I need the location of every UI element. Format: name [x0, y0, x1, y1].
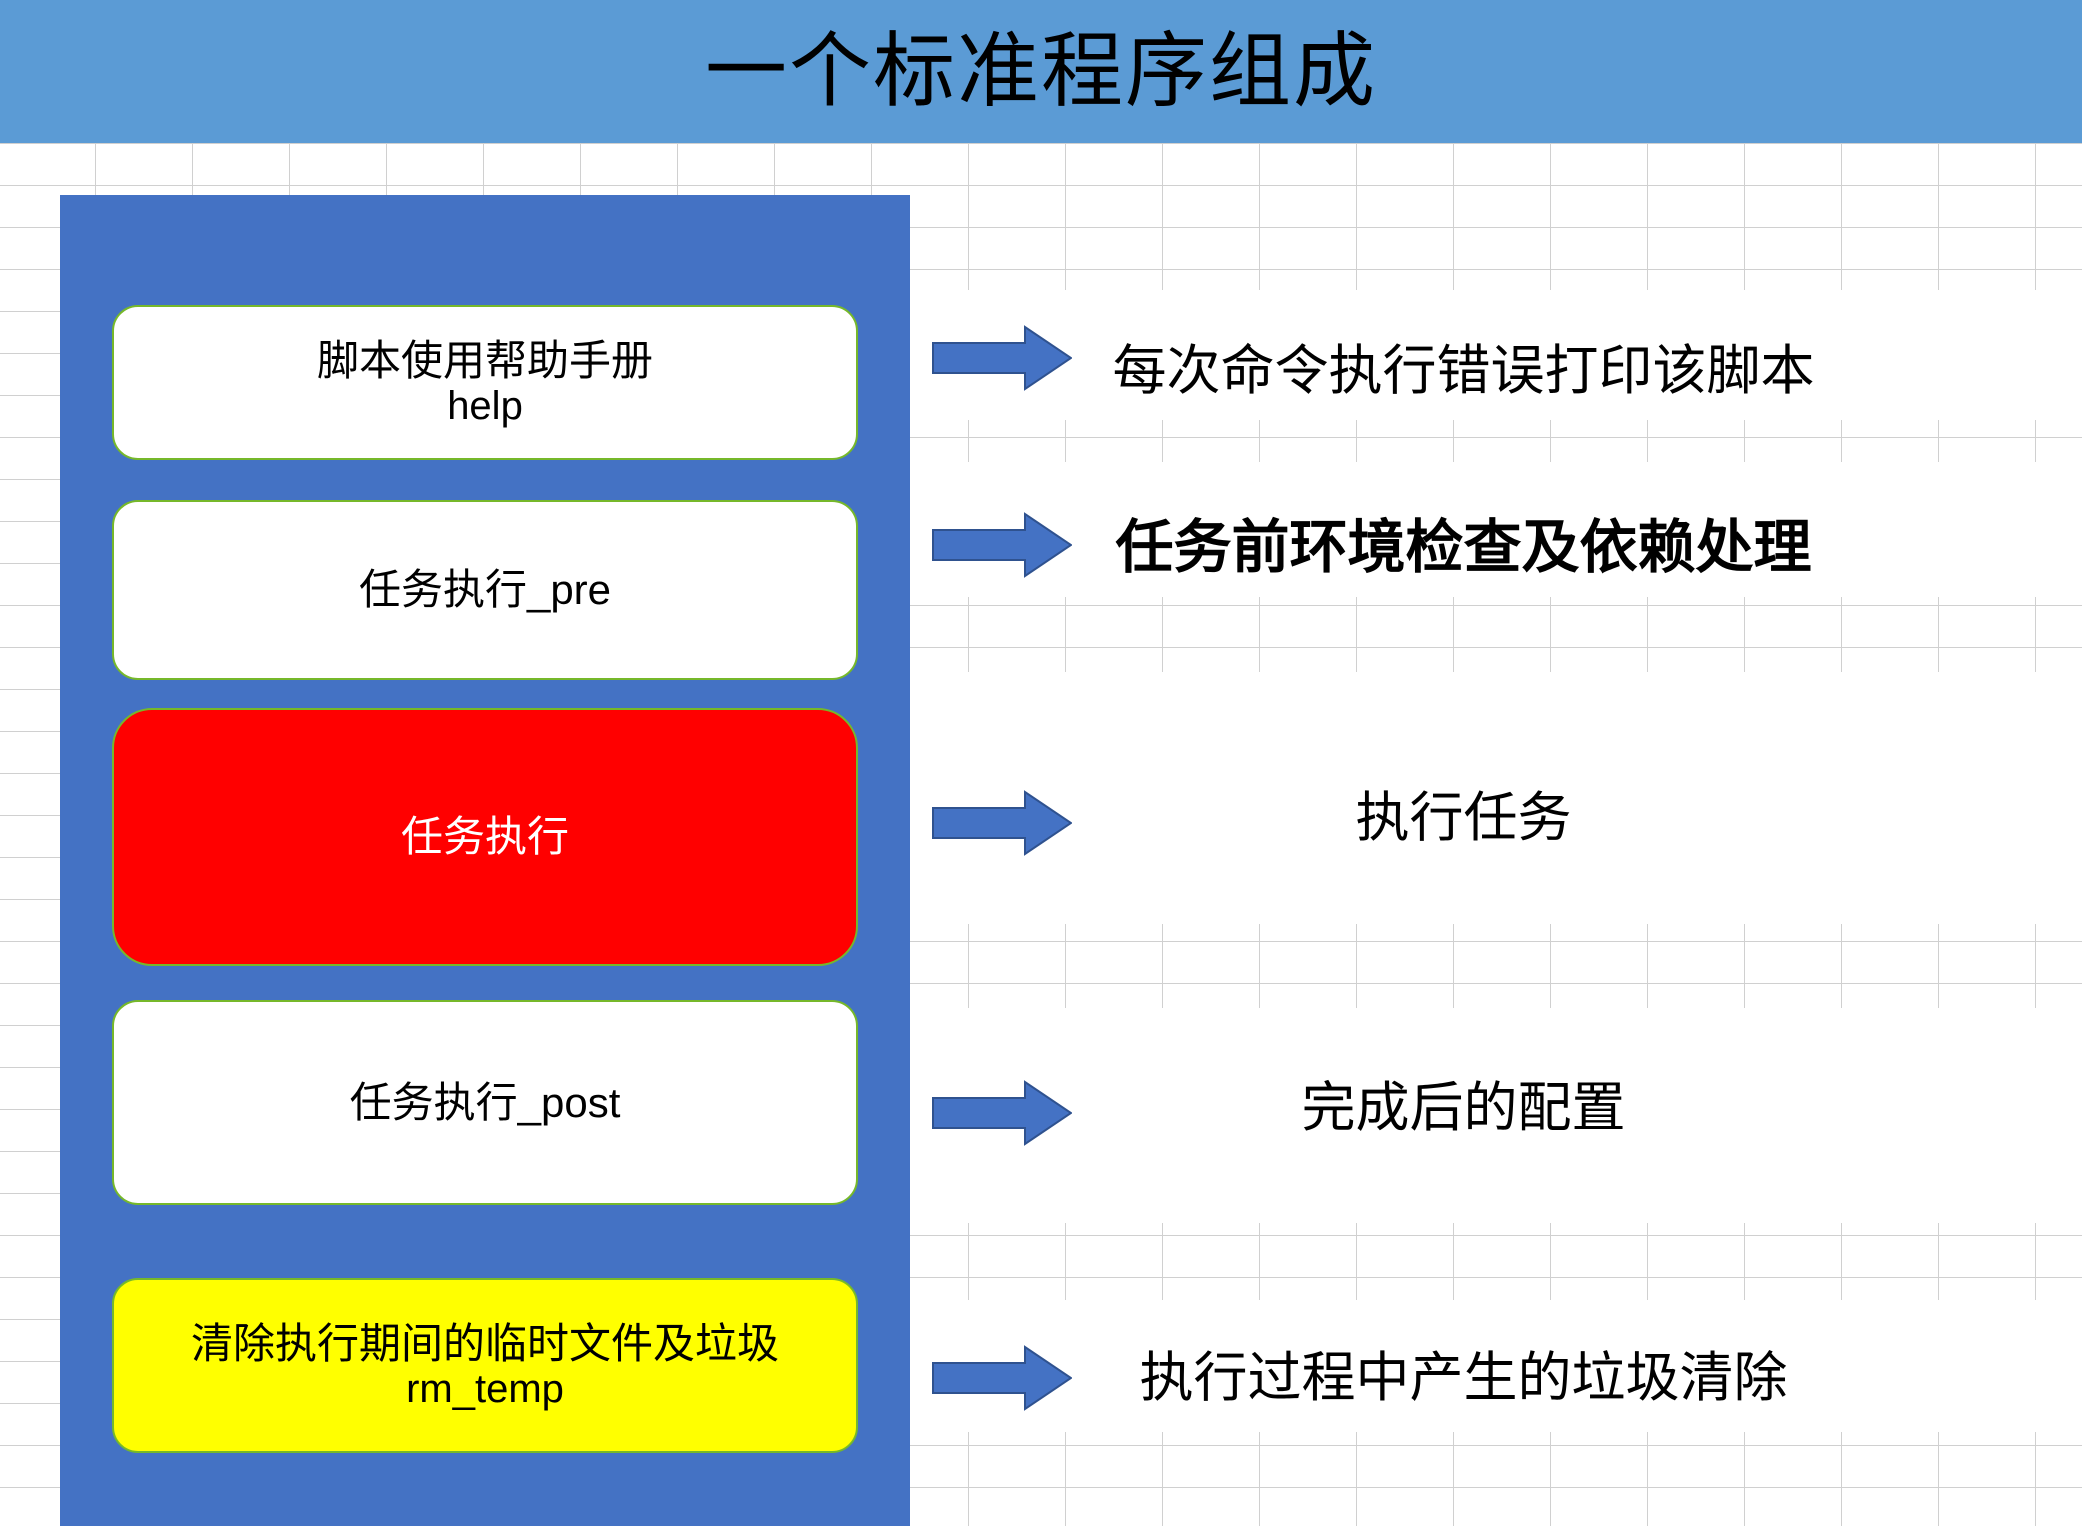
step-rm-subtitle: rm_temp: [406, 1366, 564, 1411]
description-post: 完成后的配置: [1301, 1078, 1626, 1138]
step-box-pre[interactable]: 任务执行_pre: [112, 500, 858, 680]
step-box-task-execute[interactable]: 任务执行: [112, 708, 858, 966]
description-help: 每次命令执行错误打印该脚本: [1112, 341, 1815, 401]
right-arrow-icon: [932, 512, 1072, 578]
step-box-post[interactable]: 任务执行_post: [112, 1000, 858, 1205]
right-arrow-icon: [932, 325, 1072, 391]
description-rm-temp: 执行过程中产生的垃圾清除: [1139, 1348, 1788, 1408]
step-box-rm-temp[interactable]: 清除执行期间的临时文件及垃圾 rm_temp: [112, 1278, 858, 1453]
description-task-execute: 执行任务: [1355, 788, 1572, 848]
step-help-subtitle: help: [447, 383, 523, 428]
page-title: 一个标准程序组成: [704, 25, 1377, 117]
step-main-title: 任务执行: [400, 813, 569, 861]
step-rm-title: 清除执行期间的临时文件及垃圾: [190, 1319, 779, 1367]
right-arrow-icon: [932, 1345, 1072, 1411]
program-structure-container: 脚本使用帮助手册 help 任务执行_pre 任务执行 任务执行_post 清除…: [60, 195, 910, 1526]
right-arrow-icon: [932, 790, 1072, 856]
step-box-help[interactable]: 脚本使用帮助手册 help: [112, 305, 858, 460]
step-post-title: 任务执行_post: [349, 1078, 621, 1126]
description-pre: 任务前环境检查及依赖处理: [1115, 515, 1812, 580]
right-arrow-icon: [932, 1080, 1072, 1146]
step-pre-title: 任务执行_pre: [358, 566, 612, 614]
description-band-2: [845, 462, 2082, 597]
step-help-title: 脚本使用帮助手册: [316, 336, 653, 384]
slide-title-bar: 一个标准程序组成: [0, 0, 2082, 143]
description-band-3: [845, 672, 2082, 924]
